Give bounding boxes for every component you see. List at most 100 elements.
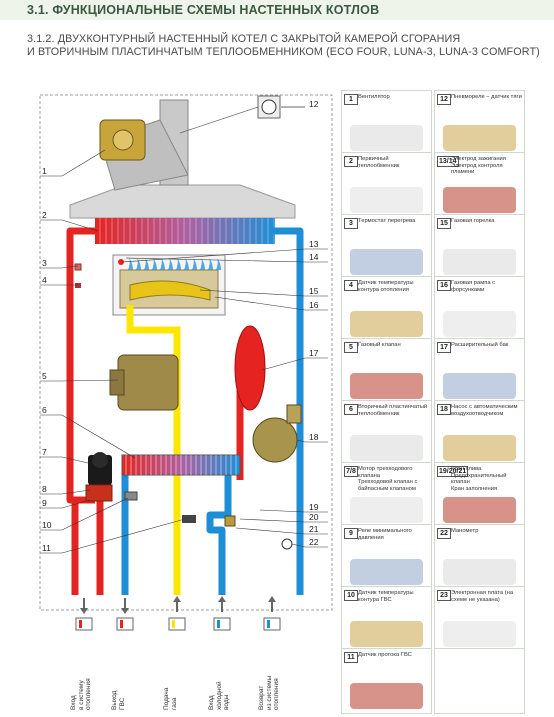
bottom-label: Подача газа [163,687,178,710]
component-photo [350,187,423,213]
legend-number: 5 [344,342,358,353]
leader-line [40,265,79,269]
component-photo [443,125,516,151]
callout-19: 19 [309,502,319,512]
component-photo [443,187,516,213]
leader-line [121,248,328,263]
legend-number: 16 [437,280,451,291]
legend-name: Мотор трехходового клапана Трехходовой к… [358,466,418,492]
legend-number: 17 [437,342,451,353]
callout-3: 3 [42,258,47,268]
leader-line [40,379,119,382]
legend-name: Термостат перегрева [358,218,416,224]
page-title: 3.1. ФУНКЦИОНАЛЬНЫЕ СХЕМЫ НАСТЕННЫХ КОТЛ… [27,3,380,17]
burner-flames [128,258,221,270]
three-way-valve-motor [88,452,112,485]
dhw-temp-sensor [124,491,138,501]
overheat-thermostat [75,283,81,288]
legend-name: Вентилятор [358,94,390,100]
callout-22: 22 [309,537,319,547]
drain-tap [224,515,236,527]
pressure-switch-icon [257,95,281,119]
callout-15: 15 [309,286,319,296]
callout-11: 11 [42,543,51,553]
legend-name: Датчик протока ГВС [358,652,412,658]
flow-arrow-icon [116,598,134,631]
callout-18: 18 [309,432,319,442]
leader-line [214,296,328,311]
component-photo [443,435,516,461]
callout-4: 4 [42,275,47,285]
legend-number: 18 [437,404,451,415]
component-photo [443,621,516,647]
flow-arrow-icon [213,596,231,631]
legend-number: 3 [344,218,358,229]
component-photo [443,311,516,337]
legend-number: 23 [437,590,451,601]
legend-name: Газовый клапан [358,342,401,348]
callout-2: 2 [42,210,47,220]
legend-name: Датчик температуры контура отопления [358,280,414,293]
leader-line [40,149,106,177]
bottom-label: Возврат из системы отопления [258,675,280,710]
component-photo [350,497,423,523]
callout-1: 1 [42,166,47,176]
component-photo [443,497,516,523]
legend-number: 6 [344,404,358,415]
callout-7: 7 [42,447,47,457]
fan-icon [99,119,146,161]
legend-number: 13/14 [437,156,459,167]
flame-icon [216,258,221,270]
leader-line [291,543,328,548]
legend-name: Расширительный бак [451,342,509,348]
leader-line [40,518,186,554]
heating-temp-sensor [74,263,82,271]
callout-5: 5 [42,371,47,381]
legend-number: 7/8 [344,466,358,477]
gas-ramp [129,280,211,301]
callout-13: 13 [309,239,319,249]
leader-line [125,257,328,263]
component-photo [350,125,423,151]
component-photo [350,373,423,399]
leader-line [296,439,328,443]
ignition-electrode [118,259,124,265]
leader-line [40,499,91,509]
component-photo [443,559,516,585]
legend-number: 10 [344,590,358,601]
flame-icon [136,258,141,270]
flame-icon [200,258,205,270]
leader-line [40,414,136,459]
legend-name: Газовая горелка [451,218,495,224]
leader-line [40,489,91,495]
boiler-frame [39,94,333,611]
legend-name: Пневмореле – датчик тяги [451,94,522,100]
primary-heat-exchanger [95,218,275,244]
legend-name: Электрод зажигания Электрод контроля пла… [451,156,506,175]
leader-line [259,509,328,513]
legend-number: 4 [344,280,358,291]
flow-sensor [182,515,196,523]
component-photo [350,311,423,337]
flame-icon [144,258,149,270]
bottom-label: Выход ГВС [111,690,126,710]
component-photo [350,249,423,275]
legend-name: Первичный теплообменник [358,156,400,169]
legend-name: Газовая рампа с форсунками [451,280,496,293]
legend-name: Насос с автоматическим воздухоотводчиком [451,404,518,417]
bottom-label: Вход в систему отопления [70,678,92,710]
heating-return-pipe [121,227,304,595]
component-photo [350,559,423,585]
